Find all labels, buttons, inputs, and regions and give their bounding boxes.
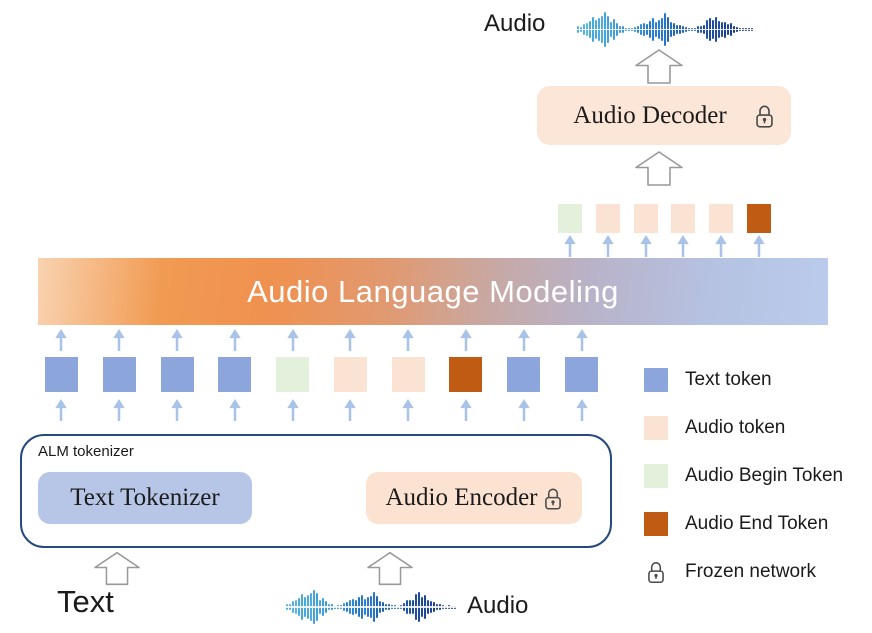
audio-end-token xyxy=(746,204,771,233)
audio-end-token-swatch xyxy=(644,512,668,536)
text-token xyxy=(45,357,78,392)
audio-begin-token xyxy=(276,357,310,392)
up-arrow-icon xyxy=(94,551,140,586)
up-arrow-icon xyxy=(635,49,683,84)
audio-encoder-label: Audio Encoder xyxy=(385,484,538,511)
audio-token xyxy=(391,357,425,392)
audio-language-modeling-label: Audio Language Modeling xyxy=(247,273,619,309)
output-token-row xyxy=(558,204,771,233)
lock-icon xyxy=(754,103,775,129)
audio-token xyxy=(633,204,658,233)
up-arrow-icon xyxy=(715,235,727,257)
audio-token-swatch xyxy=(644,416,668,440)
text-tokenizer-box: Text Tokenizer xyxy=(38,472,252,524)
legend-label: Audio Begin Token xyxy=(685,465,844,486)
audio-token xyxy=(709,204,734,233)
up-arrow-icon xyxy=(171,399,183,422)
up-arrow-icon xyxy=(639,235,652,257)
legend-item-audio-end: Audio End Token xyxy=(644,512,843,536)
legend-item-audio: Audio token xyxy=(644,416,843,440)
input-token-row xyxy=(45,357,598,392)
up-arrow-icon xyxy=(286,399,299,422)
legend-item-text: Text token xyxy=(644,368,843,392)
legend-item-frozen: Frozen network xyxy=(644,560,843,584)
up-arrow-icon xyxy=(564,235,576,257)
output-arrow-row xyxy=(558,235,771,257)
up-arrow-icon xyxy=(344,329,357,352)
text-token xyxy=(160,357,194,392)
text-token xyxy=(564,357,598,392)
audio-waveform-icon xyxy=(577,11,754,48)
up-arrow-icon xyxy=(460,329,472,352)
up-arrow-icon xyxy=(55,329,67,352)
text-token xyxy=(218,357,252,392)
up-arrow-icon xyxy=(635,151,683,186)
up-arrow-icon xyxy=(576,329,588,352)
legend-label: Frozen network xyxy=(685,561,816,582)
input-arrow-row-upper xyxy=(45,329,598,352)
legend-item-audio-begin: Audio Begin Token xyxy=(644,464,843,488)
lock-icon xyxy=(644,560,668,584)
lock-icon xyxy=(543,486,563,511)
audio-end-token xyxy=(449,357,483,392)
alm-tokenizer-box: ALM tokenizer Text Tokenizer Audio Encod… xyxy=(20,434,612,548)
up-arrow-icon xyxy=(402,399,414,422)
text-token xyxy=(507,357,541,392)
up-arrow-icon xyxy=(286,329,299,352)
text-input-label: Text xyxy=(57,584,114,619)
up-arrow-icon xyxy=(171,329,183,352)
up-arrow-icon xyxy=(402,329,414,352)
audio-token xyxy=(333,357,367,392)
text-tokenizer-label: Text Tokenizer xyxy=(70,484,220,511)
audio-input-label: Audio xyxy=(467,592,529,619)
audio-encoder-box: Audio Encoder xyxy=(366,472,582,524)
legend-label: Audio token xyxy=(685,417,786,438)
legend-label: Text token xyxy=(685,369,772,390)
audio-language-modeling-bar: Audio Language Modeling xyxy=(38,258,828,325)
up-arrow-icon xyxy=(602,235,614,257)
up-arrow-icon xyxy=(518,399,530,422)
up-arrow-icon xyxy=(55,399,67,422)
audio-begin-token-swatch xyxy=(644,464,668,488)
up-arrow-icon xyxy=(677,235,690,257)
up-arrow-icon xyxy=(228,399,241,422)
audio-decoder-label: Audio Decoder xyxy=(573,101,727,129)
up-arrow-icon xyxy=(576,399,588,422)
up-arrow-icon xyxy=(753,235,765,257)
up-arrow-icon xyxy=(344,399,357,422)
up-arrow-icon xyxy=(113,399,125,422)
input-arrow-row-lower xyxy=(45,399,598,422)
alm-tokenizer-label: ALM tokenizer xyxy=(38,443,134,460)
audio-output-label: Audio xyxy=(484,10,546,37)
text-token xyxy=(102,357,136,392)
up-arrow-icon xyxy=(113,329,125,352)
up-arrow-icon xyxy=(518,329,530,352)
audio-begin-token xyxy=(558,204,582,233)
text-token-swatch xyxy=(644,368,668,392)
audio-token xyxy=(595,204,620,233)
audio-waveform-icon xyxy=(286,588,458,626)
up-arrow-icon xyxy=(460,399,472,422)
legend-label: Audio End Token xyxy=(685,513,829,534)
up-arrow-icon xyxy=(228,329,241,352)
audio-decoder-box: Audio Decoder xyxy=(537,86,791,145)
audio-token xyxy=(671,204,696,233)
up-arrow-icon xyxy=(367,551,413,586)
